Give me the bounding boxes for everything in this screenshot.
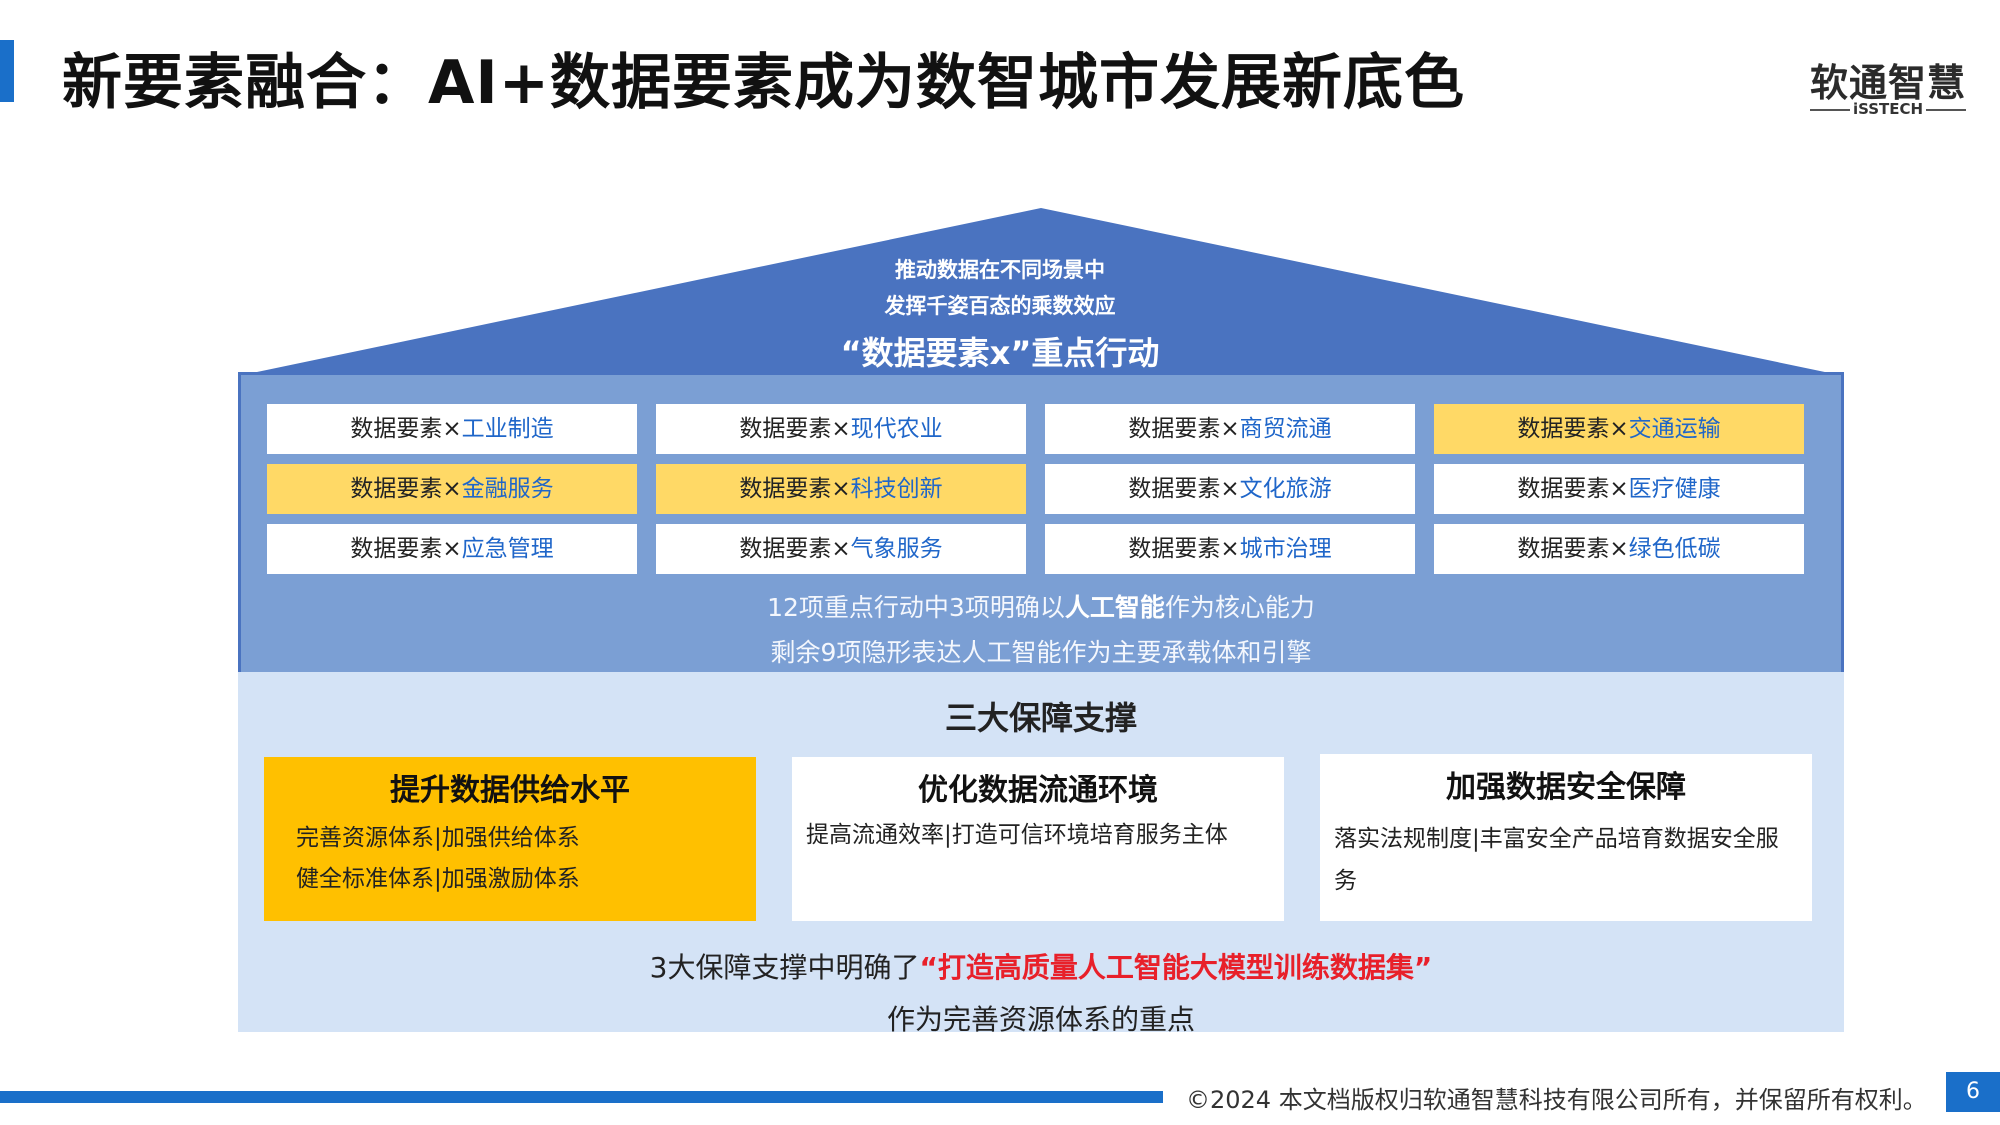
guarantee-box-line: 健全标准体系|加强激励体系 bbox=[296, 866, 580, 892]
action-prefix: 数据要素× bbox=[1128, 476, 1240, 502]
action-suffix: 现代农业 bbox=[850, 416, 943, 442]
logo-divider-right bbox=[1926, 109, 1966, 111]
action-suffix: 工业制造 bbox=[461, 416, 554, 442]
company-logo: 软通智慧 iSSTECH bbox=[1808, 52, 1968, 120]
summary-line1-pre: 12项重点行动中3项明确以 bbox=[767, 593, 1065, 622]
guarantee-box-title: 加强数据安全保障 bbox=[1446, 770, 1686, 805]
guarantee-box-title: 优化数据流通环境 bbox=[918, 773, 1158, 808]
summary-line1-post: 作为核心能力 bbox=[1164, 593, 1315, 622]
action-prefix: 数据要素× bbox=[1517, 416, 1629, 442]
conclusion-highlight: “打造高质量人工智能大模型训练数据集” bbox=[919, 951, 1433, 984]
roof-text-line1: 推动数据在不同场景中 bbox=[895, 258, 1105, 282]
action-prefix: 数据要素× bbox=[350, 416, 462, 442]
action-suffix: 绿色低碳 bbox=[1628, 536, 1721, 562]
action-suffix: 科技创新 bbox=[850, 476, 943, 502]
guarantee-box-circulation: 优化数据流通环境 提高流通效率|打造可信环境培育服务主体 bbox=[792, 757, 1284, 921]
summary-line1-bold: 人工智能 bbox=[1064, 593, 1165, 622]
action-cell: 数据要素×商贸流通 bbox=[1045, 404, 1415, 454]
copyright-text: ©2024 本文档版权归软通智慧科技有限公司所有，并保留所有权利。 bbox=[1186, 1086, 1927, 1114]
action-prefix: 数据要素× bbox=[350, 536, 462, 562]
action-cell: 数据要素×应急管理 bbox=[267, 524, 637, 574]
action-cell: 数据要素×绿色低碳 bbox=[1434, 524, 1804, 574]
action-suffix: 气象服务 bbox=[850, 536, 943, 562]
roof-text-line2: 发挥千姿百态的乘数效应 bbox=[884, 294, 1116, 318]
action-prefix: 数据要素× bbox=[1128, 536, 1240, 562]
conclusion-line1: 3大保障支撑中明确了“打造高质量人工智能大模型训练数据集” bbox=[238, 946, 1844, 986]
title-accent-bar bbox=[0, 40, 14, 102]
logo-divider-left bbox=[1810, 109, 1850, 111]
house-roof bbox=[238, 208, 1844, 376]
action-cell: 数据要素×交通运输 bbox=[1434, 404, 1804, 454]
action-suffix: 城市治理 bbox=[1239, 536, 1332, 562]
page-number: 6 bbox=[1946, 1072, 2000, 1112]
guarantee-box-security: 加强数据安全保障 落实法规制度|丰富安全产品培育数据安全服 务 bbox=[1320, 754, 1812, 921]
footer-bar bbox=[0, 1091, 1163, 1103]
guarantee-box-line: 落实法规制度|丰富安全产品培育数据安全服 bbox=[1334, 826, 1779, 852]
logo-main-text: 软通智慧 bbox=[1809, 61, 1966, 105]
guarantee-title: 三大保障支撑 bbox=[944, 699, 1137, 737]
action-suffix: 医疗健康 bbox=[1628, 476, 1721, 502]
guarantee-box-supply: 提升数据供给水平 完善资源体系|加强供给体系 健全标准体系|加强激励体系 bbox=[264, 757, 756, 921]
roof-triangle bbox=[238, 208, 1844, 376]
action-prefix: 数据要素× bbox=[739, 536, 851, 562]
guarantee-box-line: 提高流通效率|打造可信环境培育服务主体 bbox=[806, 822, 1228, 848]
action-cell: 数据要素×现代农业 bbox=[656, 404, 1026, 454]
action-prefix: 数据要素× bbox=[1517, 476, 1629, 502]
action-cell: 数据要素×气象服务 bbox=[656, 524, 1026, 574]
logo-sub-text: iSSTECH bbox=[1852, 100, 1924, 118]
summary-line1: 12项重点行动中3项明确以人工智能作为核心能力 bbox=[238, 588, 1844, 624]
action-suffix: 金融服务 bbox=[461, 476, 554, 502]
action-cell: 数据要素×城市治理 bbox=[1045, 524, 1415, 574]
guarantee-box-title: 提升数据供给水平 bbox=[390, 773, 630, 808]
action-prefix: 数据要素× bbox=[1128, 416, 1240, 442]
action-suffix: 交通运输 bbox=[1628, 416, 1721, 442]
action-suffix: 商贸流通 bbox=[1239, 416, 1332, 442]
action-suffix: 应急管理 bbox=[461, 536, 554, 562]
guarantee-box-line: 务 bbox=[1334, 868, 1357, 894]
action-cell: 数据要素×工业制造 bbox=[267, 404, 637, 454]
action-prefix: 数据要素× bbox=[739, 476, 851, 502]
action-cell: 数据要素×文化旅游 bbox=[1045, 464, 1415, 514]
action-cell: 数据要素×科技创新 bbox=[656, 464, 1026, 514]
action-cell: 数据要素×医疗健康 bbox=[1434, 464, 1804, 514]
roof-heading: “数据要素x”重点行动 bbox=[840, 334, 1160, 372]
summary-line2: 剩余9项隐形表达人工智能作为主要承载体和引擎 bbox=[770, 638, 1312, 667]
conclusion-line2: 作为完善资源体系的重点 bbox=[886, 1003, 1195, 1036]
guarantee-box-line: 完善资源体系|加强供给体系 bbox=[296, 825, 580, 851]
action-cell: 数据要素×金融服务 bbox=[267, 464, 637, 514]
conclusion-pre: 3大保障支撑中明确了 bbox=[649, 951, 920, 984]
action-suffix: 文化旅游 bbox=[1239, 476, 1332, 502]
action-prefix: 数据要素× bbox=[350, 476, 462, 502]
action-prefix: 数据要素× bbox=[739, 416, 851, 442]
action-prefix: 数据要素× bbox=[1517, 536, 1629, 562]
page-title: 新要素融合：AI+数据要素成为数智城市发展新底色 bbox=[62, 48, 1466, 118]
